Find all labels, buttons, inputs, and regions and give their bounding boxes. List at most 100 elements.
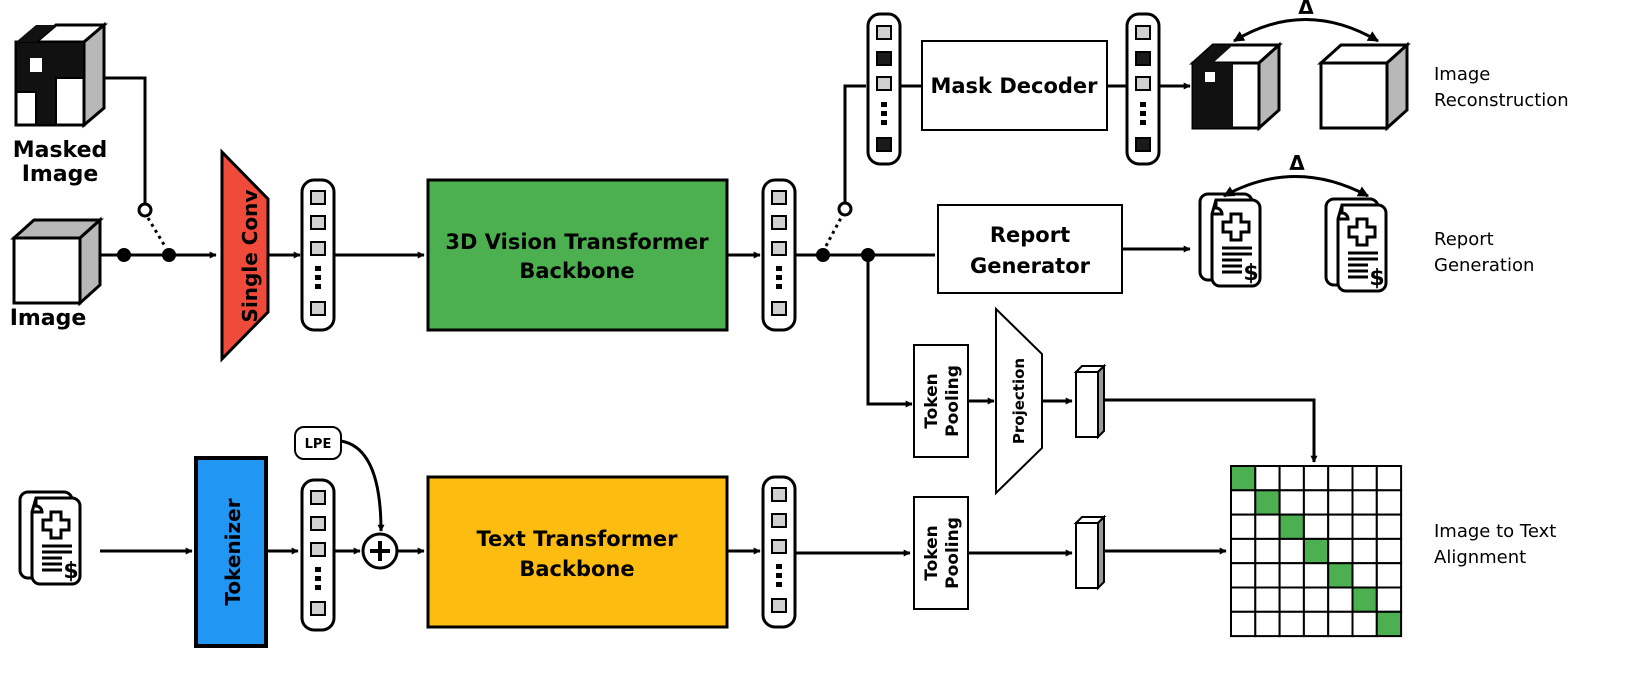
tokenizer-block: [194, 456, 268, 648]
single-conv-block: [220, 148, 270, 363]
alignment-cell: [1351, 610, 1378, 638]
mask-decoder-label: Mask Decoder: [930, 74, 1098, 98]
alignment-cell: [1327, 537, 1354, 565]
alignment-cell: [1278, 537, 1305, 565]
alignment-cell: [1254, 586, 1281, 613]
alignment-cell: [1254, 610, 1281, 638]
report-generator-block: [937, 204, 1123, 294]
alignment-match-cell: [1302, 537, 1330, 565]
masked-image-cube: [14, 21, 109, 129]
alignment-cell: [1375, 562, 1403, 589]
text-token-column: [300, 478, 336, 632]
generated-report-icon: [1198, 192, 1262, 288]
lpe-label: LPE: [305, 437, 332, 452]
alignment-cell: [1302, 465, 1330, 492]
alignment-cell: [1230, 513, 1257, 540]
alignment-cell: [1278, 562, 1305, 589]
original-image-cube: [1317, 41, 1411, 132]
alignment-label: Image to Text: [1434, 521, 1556, 542]
alignment-cell: [1278, 465, 1305, 492]
mask-decoder-block: [921, 40, 1108, 131]
alignment-cell: [1375, 513, 1403, 540]
single-conv-label: Single Conv: [238, 190, 262, 323]
alignment-cell: [1230, 489, 1257, 516]
vision-token-pooling-label: Token: [922, 373, 942, 429]
alignment-cell: [1230, 586, 1257, 613]
vision-backbone-label-2: Backbone: [519, 259, 634, 283]
lpe-block: [294, 426, 342, 460]
alignment-cell: [1278, 610, 1305, 638]
alignment-cell: [1230, 610, 1257, 638]
report-generator-label-2: Generator: [970, 254, 1091, 278]
masked-image-label: Masked: [13, 138, 108, 163]
vision-token-pooling: [913, 344, 969, 458]
text-output-token-column: [761, 475, 797, 629]
alignment-cell: [1351, 562, 1378, 589]
alignment-cell: [1278, 489, 1305, 516]
alignment-cell: [1351, 489, 1378, 516]
delta-reconstruction: Δ: [1298, 0, 1314, 19]
alignment-cell: [1302, 562, 1330, 589]
vision-token-column: [300, 178, 336, 332]
vision-token-pooling-label-2: Pooling: [943, 365, 963, 437]
alignment-label-2: Alignment: [1434, 547, 1526, 568]
reference-report-icon: [1324, 197, 1388, 293]
alignment-cell: [1302, 489, 1330, 516]
text-backbone-label-2: Backbone: [519, 557, 634, 581]
alignment-cell: [1254, 513, 1281, 540]
text-token-pooling-label-2: Pooling: [943, 517, 963, 589]
mask-token-column-out: [1125, 12, 1161, 166]
alignment-cell: [1254, 562, 1281, 589]
image-reconstruction-label: Image: [1434, 64, 1490, 85]
alignment-cell: [1278, 586, 1305, 613]
image-reconstruction-label-2: Reconstruction: [1434, 90, 1569, 111]
alignment-cell: [1351, 465, 1378, 492]
report-generation-label-2: Generation: [1434, 255, 1534, 276]
alignment-match-cell: [1327, 562, 1354, 589]
alignment-cell: [1327, 610, 1354, 638]
input-report-icon: [18, 490, 82, 586]
alignment-match-cell: [1278, 513, 1305, 540]
alignment-cell: [1327, 465, 1354, 492]
projection-block: [995, 306, 1043, 496]
alignment-match-cell: [1375, 610, 1403, 638]
alignment-cell: [1302, 586, 1330, 613]
alignment-match-cell: [1351, 586, 1378, 613]
alignment-cell: [1230, 537, 1257, 565]
alignment-cell: [1375, 465, 1403, 492]
report-generation-label: Report: [1434, 229, 1494, 250]
vision-output-token-column: [761, 178, 797, 332]
masked-image-label-2: Image: [22, 162, 99, 187]
alignment-match-cell: [1230, 465, 1257, 492]
alignment-cell: [1302, 610, 1330, 638]
delta-report: Δ: [1289, 151, 1305, 175]
tokenizer-label: Tokenizer: [221, 498, 245, 605]
alignment-cell: [1254, 537, 1281, 565]
alignment-cell: [1375, 586, 1403, 613]
alignment-matrix: [1230, 465, 1403, 638]
text-transformer-backbone: [426, 475, 729, 629]
report-generator-label: Report: [990, 223, 1070, 247]
vision-backbone-label: 3D Vision Transformer: [445, 230, 709, 254]
switch-open-contact: [137, 202, 153, 218]
alignment-cell: [1327, 513, 1354, 540]
text-embedding-vector: [1073, 514, 1107, 591]
image-label: Image: [10, 306, 87, 331]
alignment-cell: [1375, 537, 1403, 565]
image-cube: [10, 216, 104, 307]
text-token-pooling-label: Token: [922, 525, 942, 581]
vision-transformer-backbone: [426, 178, 729, 332]
text-backbone-label: Text Transformer: [476, 527, 678, 551]
alignment-cell: [1327, 586, 1354, 613]
alignment-cell: [1254, 465, 1281, 492]
image-embedding-vector: [1073, 363, 1107, 440]
alignment-match-cell: [1254, 489, 1281, 516]
text-token-pooling: [913, 496, 969, 610]
mask-token-column-in: [866, 12, 902, 166]
alignment-cell: [1351, 513, 1378, 540]
alignment-cell: [1302, 513, 1330, 540]
alignment-cell: [1230, 562, 1257, 589]
reconstructed-masked-cube: [1189, 41, 1283, 132]
alignment-cell: [1375, 489, 1403, 516]
